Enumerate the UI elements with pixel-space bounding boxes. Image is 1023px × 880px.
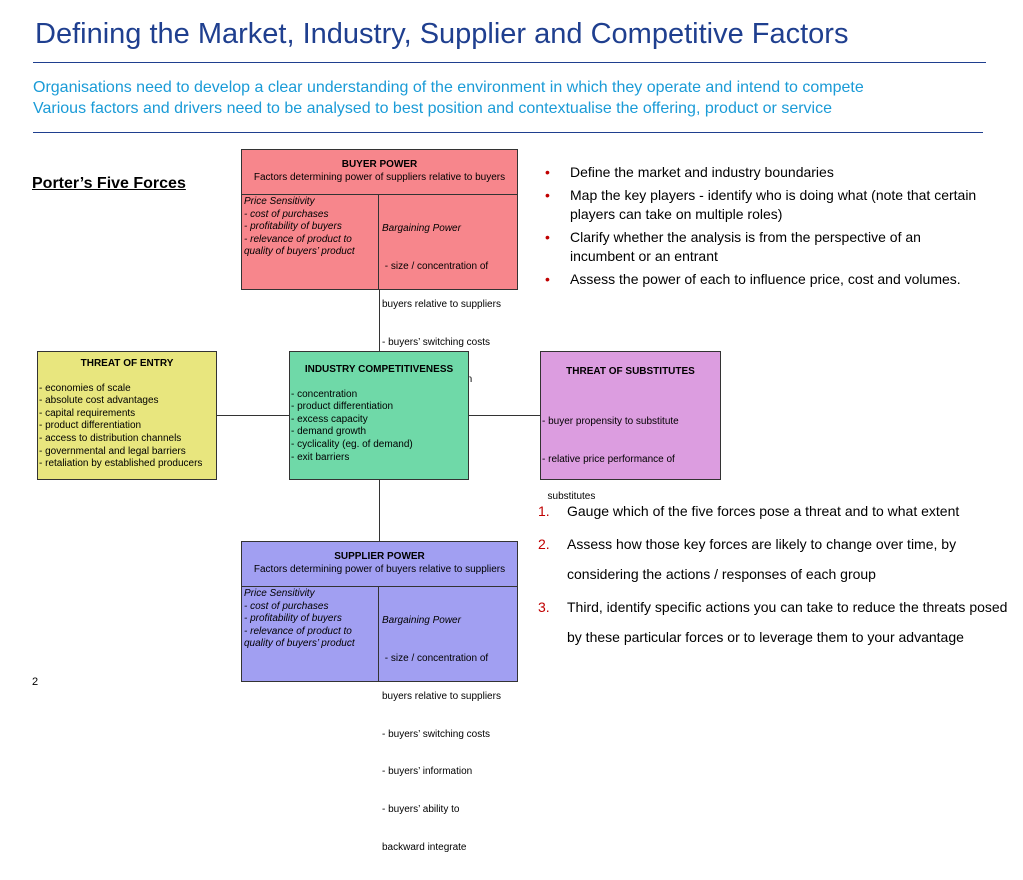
supplier-price-sensitivity-heading: Price Sensitivity (244, 588, 315, 599)
supplier-power-title: SUPPLIER POWER (334, 551, 425, 562)
list-item: - size / concentration of (382, 260, 489, 272)
bullet-marker: • (545, 164, 550, 180)
list-item: - cost of purchases (244, 600, 329, 612)
buyer-power-divider (242, 194, 517, 195)
subtitle-line-1: Organisations need to develop a clear un… (33, 79, 864, 96)
list-item: - product differentiation (291, 401, 394, 413)
list-item: buyers relative to suppliers (382, 298, 501, 310)
item-number: 2. (538, 536, 550, 552)
buyer-price-sensitivity-heading: Price Sensitivity (244, 196, 315, 207)
threat-of-substitutes-title: THREAT OF SUBSTITUTES (566, 366, 695, 377)
list-item: - concentration (291, 388, 358, 400)
supplier-power-box: SUPPLIER POWER Factors determining power… (241, 541, 518, 853)
bullet-marker: • (545, 270, 550, 287)
list-item: quality of buyers’ product (244, 638, 355, 650)
list-item: - relevance of product to (244, 233, 352, 245)
connector-industry-supplier (379, 479, 380, 542)
list-item: - buyers’ switching costs (382, 728, 490, 740)
supplier-power-subtitle: Factors determining power of buyers rela… (253, 563, 506, 575)
bullet-text: Map the key players - identify who is do… (570, 186, 977, 223)
item-text: Third, identify specific actions you can… (567, 599, 1008, 645)
list-item: - demand growth (291, 426, 367, 438)
numbered-actions: 1. Gauge which of the five forces pose a … (538, 496, 1013, 655)
list-item: • Map the key players - identify who is d… (545, 186, 985, 225)
list-item: - excess capacity (291, 413, 368, 425)
bullet-text: Clarify whether the analysis is from the… (570, 228, 921, 265)
list-item: - relative price performance of (542, 453, 675, 465)
buyer-price-sensitivity: Price Sensitivity - cost of purchases - … (244, 196, 378, 259)
list-item: quality of buyers’ product (244, 246, 355, 258)
buyer-bargaining-power-heading: Bargaining Power (382, 223, 461, 235)
supplier-price-sensitivity: Price Sensitivity - cost of purchases - … (244, 588, 378, 651)
list-item: - buyers’ ability to (382, 804, 460, 816)
supplier-power-divider (242, 586, 517, 587)
buyer-power-box: BUYER POWER Factors determining power of… (241, 149, 518, 461)
item-text: Assess how those key forces are likely t… (567, 536, 957, 582)
connector-entry-industry (217, 415, 289, 416)
list-item: - profitability of buyers (244, 221, 342, 233)
list-item: • Assess the power of each to influence p… (545, 270, 985, 290)
connector-industry-substitutes (468, 415, 541, 416)
list-item: backward integrate (382, 841, 467, 853)
list-item: - buyer propensity to substitute (542, 415, 679, 427)
list-item: - exit barriers (291, 451, 350, 463)
list-item: - absolute cost advantages (39, 395, 159, 407)
list-item: substitutes (542, 491, 596, 503)
item-number: 1. (538, 503, 550, 519)
list-item: - profitability of buyers (244, 613, 342, 625)
bullet-marker: • (545, 186, 550, 203)
list-item: 3. Third, identify specific actions you c… (538, 592, 1013, 652)
threat-of-entry-title: THREAT OF ENTRY (80, 358, 174, 369)
page-title: Defining the Market, Industry, Supplier … (35, 18, 849, 50)
industry-competitiveness-title: INDUSTRY COMPETITIVENESS (304, 364, 454, 375)
list-item: - buyers’ information (382, 766, 473, 778)
list-item: - capital requirements (39, 407, 136, 419)
supplier-bargaining-power-heading: Bargaining Power (382, 615, 461, 627)
industry-competitiveness-box: INDUSTRY COMPETITIVENESS - concentration… (289, 351, 469, 480)
key-steps-bullets: • Define the market and industry boundari… (545, 163, 985, 292)
list-item: - governmental and legal barriers (39, 445, 186, 457)
list-item: • Define the market and industry boundari… (545, 163, 985, 183)
list-item: - cost of purchases (244, 208, 329, 220)
list-item: • Clarify whether the analysis is from th… (545, 228, 985, 267)
item-number: 3. (538, 599, 550, 615)
list-item: - product differentiation (39, 420, 142, 432)
title-divider (33, 62, 986, 63)
list-item: - buyers’ switching costs (382, 336, 490, 348)
list-item: - economies of scale (39, 382, 131, 394)
page-number: 2 (32, 676, 39, 688)
bullet-text: Assess the power of each to influence pr… (570, 270, 961, 287)
bullet-text: Define the market and industry boundarie… (570, 164, 834, 180)
subtitle-line-2: Various factors and drivers need to be a… (33, 100, 832, 117)
list-item: - access to distribution channels (39, 432, 182, 444)
list-item: - cyclicality (eg. of demand) (291, 438, 413, 450)
list-item: - size / concentration of (382, 652, 489, 664)
threat-of-substitutes-box: THREAT OF SUBSTITUTES - buyer propensity… (540, 351, 721, 502)
connector-buyer-industry (379, 289, 380, 352)
buyer-power-column-divider (378, 194, 379, 289)
supplier-power-column-divider (378, 586, 379, 681)
bullet-marker: • (545, 228, 550, 245)
list-item: 2. Assess how those key forces are likely… (538, 529, 1013, 589)
porter-heading: Porter’s Five Forces (32, 175, 186, 192)
threat-of-entry-box: THREAT OF ENTRY - economies of scale - a… (37, 351, 217, 480)
list-item: buyers relative to suppliers (382, 690, 501, 702)
list-item: - relevance of product to (244, 625, 352, 637)
list-item: - retaliation by established producers (39, 458, 203, 470)
list-item: 1. Gauge which of the five forces pose a … (538, 496, 1013, 526)
buyer-power-subtitle: Factors determining power of suppliers r… (253, 171, 506, 183)
subtitle-divider (33, 132, 983, 133)
item-text: Gauge which of the five forces pose a th… (567, 503, 960, 519)
buyer-power-title: BUYER POWER (341, 159, 418, 170)
supplier-bargaining-power: Bargaining Power - size / concentration … (382, 590, 516, 880)
